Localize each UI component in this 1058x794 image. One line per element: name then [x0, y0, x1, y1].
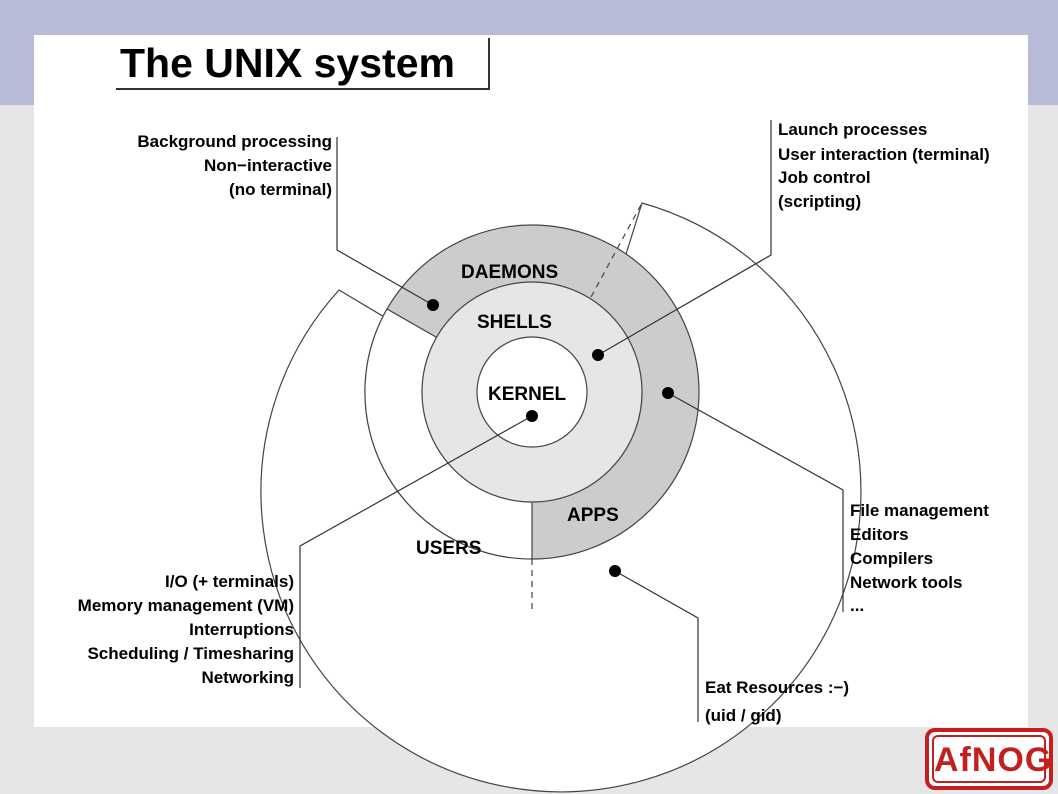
daemons-note-line: Non−interactive: [204, 156, 332, 175]
afnog-logo-text: AfNOG: [932, 735, 1051, 783]
apps-label: APPS: [567, 505, 619, 526]
apps-note-line: Network tools: [850, 573, 962, 592]
kernel-note-line: Memory management (VM): [78, 596, 294, 615]
kernel-label: KERNEL: [488, 384, 567, 405]
dashed-separator-top: [590, 202, 643, 298]
kernel-leader: [299, 415, 533, 688]
shells-note-line: Launch processes: [778, 120, 927, 139]
apps-note-line: Compilers: [850, 549, 933, 568]
kernel-note-line: Interruptions: [189, 620, 294, 639]
daemons-dot: [427, 299, 439, 311]
users-leader: [614, 570, 699, 722]
shells-leader: [597, 120, 772, 356]
kernel-core: [476, 336, 588, 448]
daemons-leader: [336, 137, 434, 306]
daemons-note-line: (no terminal): [229, 180, 332, 199]
shells-note-line: (scripting): [778, 192, 861, 211]
kernel-dot: [526, 410, 538, 422]
users-note-line: Eat Resources :−): [705, 678, 849, 697]
users-note-line: (uid / gid): [705, 706, 781, 725]
apps-dot: [662, 387, 674, 399]
kernel-note-line: I/O (+ terminals): [165, 572, 294, 591]
kernel-note-line: Networking: [201, 668, 294, 687]
daemons-note-line: Background processing: [137, 132, 332, 151]
page-title: The UNIX system: [116, 38, 490, 90]
apps-note-line: ...: [850, 596, 864, 615]
shells-note-line: Job control: [778, 168, 871, 187]
users-label: USERS: [416, 538, 481, 559]
apps-note-line: File management: [850, 501, 989, 520]
kernel-note-line: Scheduling / Timesharing: [87, 644, 294, 663]
daemons-label: DAEMONS: [461, 262, 558, 283]
shells-label: SHELLS: [477, 312, 552, 333]
afnog-logo: AfNOG: [925, 728, 1053, 790]
shells-dot: [592, 349, 604, 361]
apps-leader: [667, 392, 844, 612]
shells-note-line: User interaction (terminal): [778, 145, 990, 164]
users-dot: [609, 565, 621, 577]
apps-note-line: Editors: [850, 525, 909, 544]
